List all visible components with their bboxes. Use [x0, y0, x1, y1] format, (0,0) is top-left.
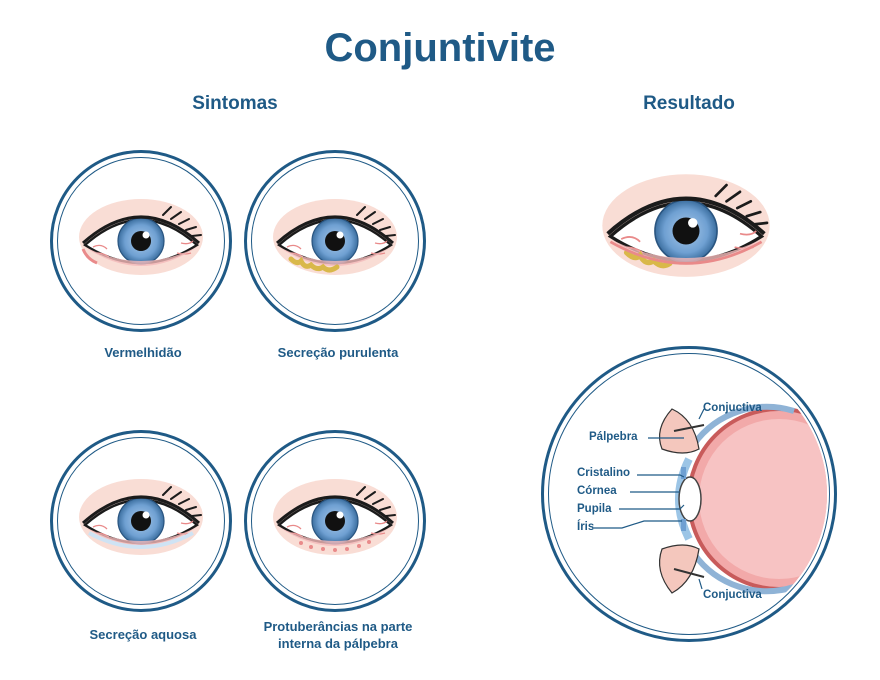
watery-eye-illustration	[77, 477, 205, 557]
label-conjunctiva-top: Conjuctiva	[703, 402, 762, 414]
symptom-label-watery: Secreção aquosa	[89, 627, 197, 642]
bumps-eye-illustration	[271, 477, 399, 557]
result-heading: Resultado	[643, 93, 735, 114]
eye-anatomy-panel: Conjuctiva Pálpebra Cristalino Córnea Pu…	[541, 346, 837, 642]
symptom-label-bumps: Protuberâncias na parte interna da pálpe…	[240, 618, 436, 652]
symptom-watery-panel	[50, 430, 232, 612]
symptom-label-bumps-line2: interna da pálpebra	[278, 636, 398, 651]
label-eyelid: Pálpebra	[589, 431, 638, 443]
result-eye-illustration	[596, 166, 776, 296]
symptom-pus-panel	[244, 150, 426, 332]
label-cornea: Córnea	[577, 485, 617, 497]
eye-cross-section-diagram	[594, 403, 827, 595]
label-conjunctiva-bottom: Conjuctiva	[703, 589, 762, 601]
label-lens: Cristalino	[577, 467, 631, 479]
symptom-redness-panel	[50, 150, 232, 332]
symptom-label-redness: Vermelhidão	[104, 345, 182, 360]
symptom-label-purulent: Secreção purulenta	[277, 345, 399, 360]
red-eye-illustration	[77, 197, 205, 277]
label-pupil: Pupila	[577, 503, 612, 515]
purulent-eye-illustration	[271, 197, 399, 277]
page-title: Conjuntivite	[324, 26, 556, 70]
symptom-label-bumps-line1: Protuberâncias na parte	[263, 619, 413, 634]
symptoms-heading: Sintomas	[192, 93, 278, 114]
symptom-bumps-panel	[244, 430, 426, 612]
label-iris: Íris	[577, 521, 595, 533]
